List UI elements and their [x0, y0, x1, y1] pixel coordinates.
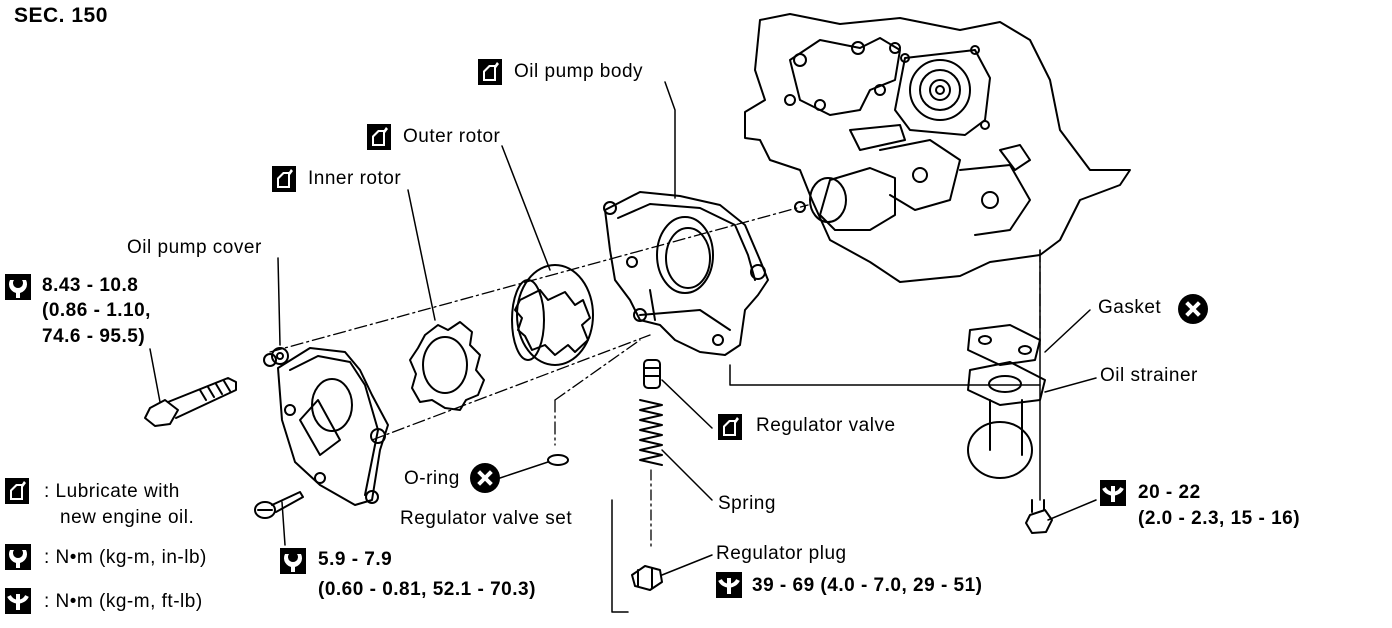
- label-oil-pump-cover: Oil pump cover: [127, 237, 262, 258]
- strainer-bolt-drawing: [1025, 499, 1053, 534]
- regulator-plug-drawing: [631, 565, 663, 591]
- lubricate-icon: [272, 166, 296, 192]
- legend-lubricate-line2: new engine oil.: [60, 507, 195, 528]
- lubricate-icon: [478, 59, 502, 85]
- legend-lubricate-line1: : Lubricate with: [44, 481, 180, 502]
- lubricate-icon: [367, 124, 391, 150]
- torque-strainer-line1: 20 - 22: [1138, 482, 1201, 503]
- outer-rotor-drawing: [511, 264, 594, 366]
- oil-pump-cover-drawing: [271, 347, 389, 506]
- oil-pump-body-drawing: [603, 191, 769, 356]
- torque-ft-lb-icon: [1100, 480, 1126, 506]
- replace-icon: [470, 463, 500, 493]
- label-inner-rotor: Inner rotor: [308, 168, 402, 189]
- torque-regulator-plug: 39 - 69 (4.0 - 7.0, 29 - 51): [752, 575, 983, 596]
- engine-block-drawing: [744, 13, 1131, 283]
- label-regulator-valve: Regulator valve: [756, 415, 896, 436]
- label-spring: Spring: [718, 493, 776, 514]
- section-title: SEC. 150: [14, 4, 108, 27]
- spring-drawing: [639, 399, 663, 551]
- lubricate-icon: [5, 478, 29, 504]
- torque-cover-bolt-line1: 8.43 - 10.8: [42, 275, 139, 296]
- label-oil-strainer: Oil strainer: [1100, 365, 1198, 386]
- torque-cover-screw-line2: (0.60 - 0.81, 52.1 - 70.3): [318, 579, 536, 600]
- label-outer-rotor: Outer rotor: [403, 126, 501, 147]
- torque-in-lb-icon: [5, 274, 31, 300]
- legend-nm-ft-lb: : N•m (kg-m, ft-lb): [44, 591, 203, 612]
- torque-ft-lb-icon: [5, 588, 31, 614]
- label-oil-pump-body: Oil pump body: [514, 61, 644, 82]
- replace-icon: [1178, 294, 1208, 324]
- regulator-valve-drawing: [643, 359, 661, 389]
- cover-bolt-drawing: [144, 353, 277, 427]
- torque-cover-screw-line1: 5.9 - 7.9: [318, 549, 393, 570]
- label-o-ring: O-ring: [404, 468, 460, 489]
- gasket-drawing: [967, 324, 1041, 366]
- torque-strainer-line2: (2.0 - 2.3, 15 - 16): [1138, 508, 1301, 529]
- oil-strainer-drawing: [967, 361, 1046, 479]
- inner-rotor-drawing: [409, 321, 485, 411]
- legend-nm-in-lb: : N•m (kg-m, in-lb): [44, 547, 207, 568]
- torque-cover-bolt-line3: 74.6 - 95.5): [42, 326, 146, 347]
- torque-ft-lb-icon: [716, 572, 742, 598]
- label-gasket: Gasket: [1098, 297, 1162, 318]
- torque-in-lb-icon: [5, 544, 31, 570]
- o-ring-drawing: [547, 454, 569, 466]
- label-regulator-plug: Regulator plug: [716, 543, 847, 564]
- torque-cover-bolt-line2: (0.86 - 1.10,: [42, 300, 151, 321]
- lubricate-icon: [718, 414, 742, 440]
- torque-in-lb-icon: [280, 548, 306, 574]
- label-regulator-valve-set: Regulator valve set: [400, 508, 573, 529]
- cover-screw-drawing: [254, 491, 304, 519]
